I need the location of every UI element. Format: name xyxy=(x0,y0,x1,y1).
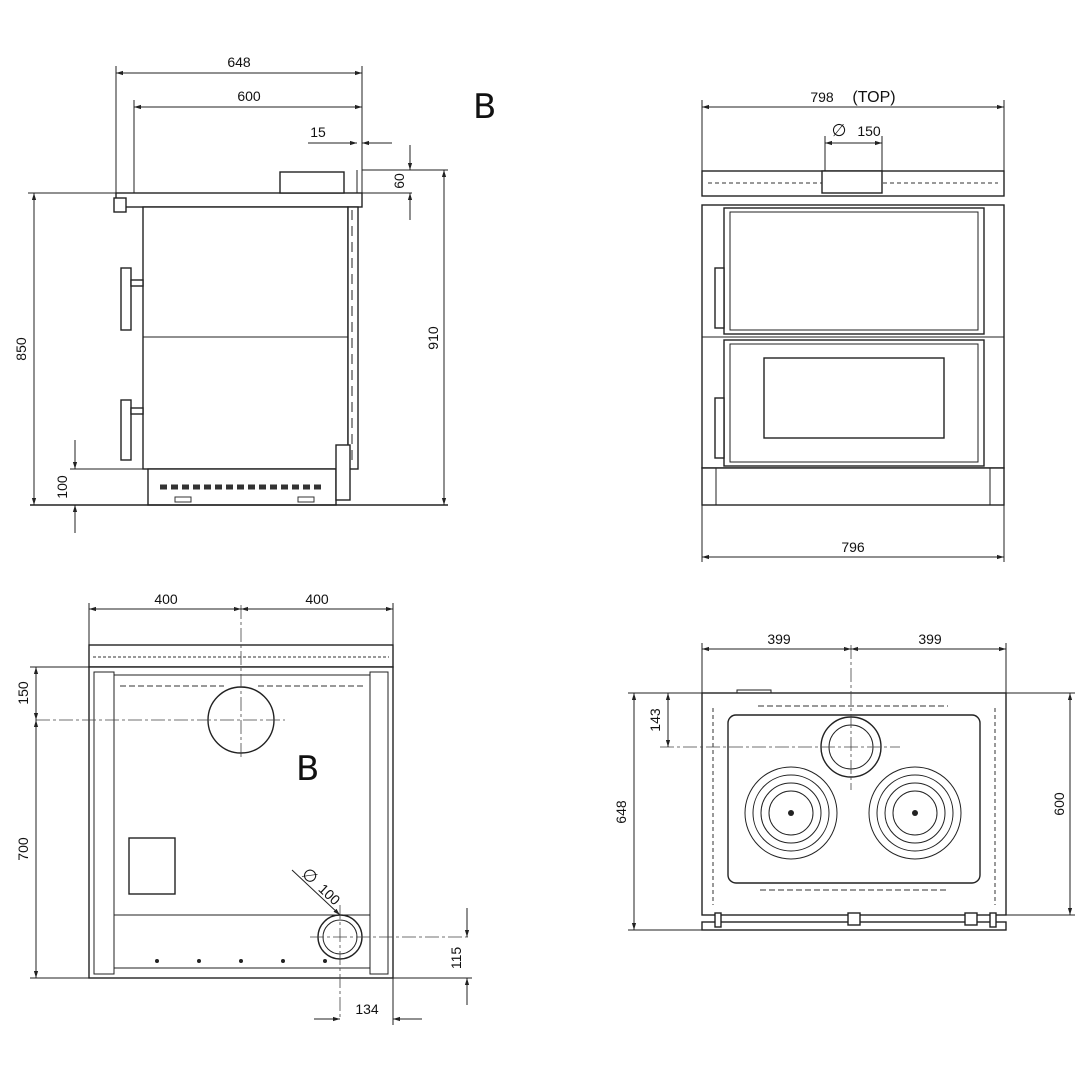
side-height-total: 910 xyxy=(425,326,441,350)
rear-half-right: 400 xyxy=(305,591,329,607)
top-half-left: 399 xyxy=(767,631,791,647)
front-flue-diameter: 150 xyxy=(857,123,881,139)
side-flue-height: 60 xyxy=(391,173,407,189)
rear-view: 400 400 150 700 ∅ 100 115 134 B xyxy=(15,591,472,1025)
side-view: 648 600 15 60 850 910 100 B xyxy=(13,54,496,533)
side-plinth: 100 xyxy=(54,475,70,499)
front-width-bottom: 796 xyxy=(841,539,865,555)
front-flue-diameter-symbol: ∅ xyxy=(832,121,847,140)
side-width-inner: 600 xyxy=(237,88,261,104)
rear-outlet-from-side: 134 xyxy=(355,1001,379,1017)
front-width-top: 798 xyxy=(810,89,834,105)
rear-outlet-from-bottom: 115 xyxy=(448,947,464,970)
side-height-body: 850 xyxy=(13,337,29,361)
side-flue-offset: 15 xyxy=(310,124,326,140)
top-view: 399 399 143 648 600 xyxy=(613,631,1075,931)
front-view: 798 (TOP) ∅ 150 796 xyxy=(701,89,1005,562)
top-depth-total: 648 xyxy=(613,800,629,824)
top-depth-hob: 600 xyxy=(1051,792,1067,816)
rear-flue-to-bottom: 700 xyxy=(15,837,31,861)
rear-half-left: 400 xyxy=(154,591,178,607)
top-flue-from-back: 143 xyxy=(647,708,663,732)
view-marker-b-side: B xyxy=(473,87,496,127)
side-width-outer: 648 xyxy=(227,54,251,70)
top-half-right: 399 xyxy=(918,631,942,647)
front-width-top-note: (TOP) xyxy=(852,89,895,106)
rear-flue-from-top: 150 xyxy=(15,681,31,705)
view-marker-b-rear: B xyxy=(296,749,319,789)
